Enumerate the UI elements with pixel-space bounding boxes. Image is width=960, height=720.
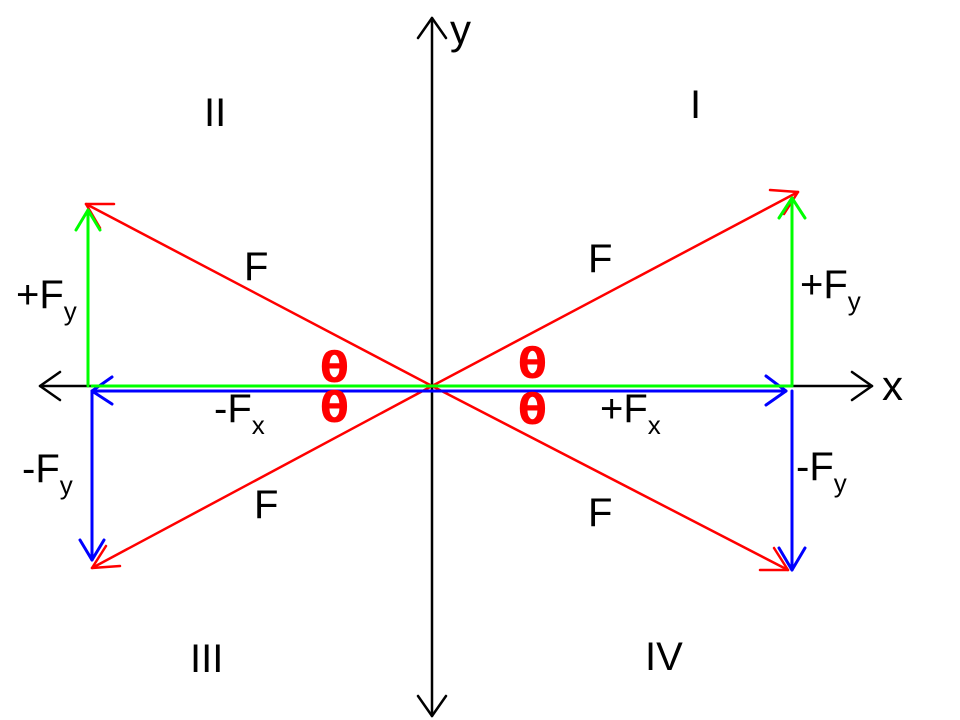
minus-fx-main: -F [214,387,252,431]
minus-fy-q4-main: -F [796,445,834,489]
force-vector-q4 [430,384,790,572]
resultant-vectors [84,188,800,572]
force-label-q4: F [588,491,612,535]
quadrant-label-q1: I [690,83,701,127]
x-axis-label: x [882,362,903,409]
force-arrowhead-q3 [90,544,122,570]
force-vector-q2 [84,202,434,388]
force-vector-q3 [90,384,434,570]
quadrant-label-q2: II [204,91,226,135]
component-label-plus-fx: +Fx [600,387,661,440]
plus-fy-arrowhead-q2 [74,208,102,232]
plus-fy-arrowhead-q1 [777,196,807,220]
component-label-minus-fy-q3: -Fy [22,447,73,500]
minus-fy-q3-subscript: y [60,470,73,500]
quadrant-label-q3: III [190,637,223,681]
plus-fy-q2-main: +F [16,273,64,317]
minus-fy-arrowhead-q3 [78,538,106,562]
plus-fy-q1-subscript: y [848,286,861,316]
plus-fx-subscript: x [648,410,661,440]
force-vector-q1 [430,190,800,388]
component-label-plus-fy-q2: +Fy [16,273,77,326]
theta-label-q4: θ [518,385,547,434]
minus-fx-subscript: x [252,410,265,440]
y-components [74,196,807,572]
svg-text:-Fy: -Fy [22,447,73,500]
svg-text:-Fx: -Fx [214,387,265,440]
x-axis-arrow-right [850,370,874,402]
component-label-minus-fx: -Fx [214,387,265,440]
svg-text:+Fy: +Fy [800,263,861,316]
plus-fx-main: +F [600,387,648,431]
plus-fy-q1-main: +F [800,263,848,307]
axes [38,16,874,718]
minus-fy-q3-main: -F [22,447,60,491]
y-axis-arrow-bottom [416,694,448,718]
y-axis-arrow-top [416,16,448,40]
force-label-q3: F [254,483,278,527]
component-label-minus-fy-q4: -Fy [796,445,847,498]
force-label-q2: F [244,245,268,289]
force-arrowhead-q4 [758,546,790,572]
minus-fy-q4-subscript: y [834,468,847,498]
svg-text:+Fx: +Fx [600,387,661,440]
force-label-q1: F [588,237,612,281]
minus-fy-arrowhead-q4 [777,546,807,572]
svg-text:+Fy: +Fy [16,273,77,326]
x-axis-arrow-left [38,370,62,402]
y-axis-label: y [450,6,471,53]
theta-label-q3: θ [320,383,349,432]
force-arrowhead-q1 [768,188,800,216]
plus-fy-q2-subscript: y [64,296,77,326]
component-label-plus-fy-q1: +Fy [800,263,861,316]
svg-text:-Fy: -Fy [796,445,847,498]
theta-label-q2: θ [320,343,349,392]
theta-label-q1: θ [518,339,547,388]
x-components [90,374,788,407]
plus-fx-arrowhead [764,374,788,407]
quadrant-label-q4: IV [645,635,683,679]
